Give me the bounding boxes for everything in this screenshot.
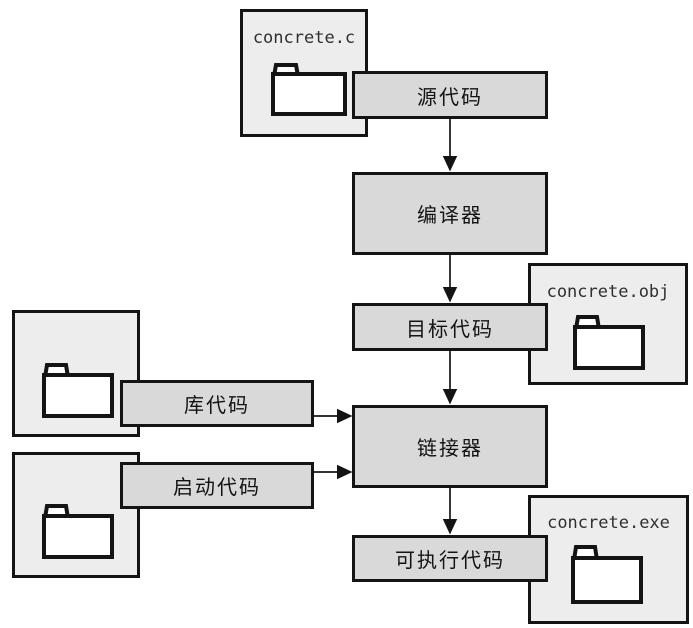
node-linker-label: 链接器	[417, 436, 483, 460]
folder-icon	[42, 363, 114, 418]
folder-icon	[573, 315, 645, 370]
node-linker: 链接器	[352, 405, 548, 488]
folder-icon	[271, 63, 347, 116]
folder-icon	[571, 545, 643, 604]
arrow-object-to-linker	[442, 350, 458, 405]
node-source-code-label: 源代码	[417, 84, 483, 109]
file-card-concrete-obj: concrete.obj	[528, 263, 688, 385]
arrow-source-to-compiler	[442, 118, 458, 172]
file-card-library	[12, 310, 140, 437]
folder-icon	[42, 504, 114, 559]
file-card-concrete-c: concrete.c	[240, 9, 368, 137]
node-object-code: 目标代码	[352, 303, 548, 351]
node-source-code: 源代码	[352, 71, 548, 119]
filename-label: concrete.exe	[547, 513, 670, 533]
node-startup-code-label: 启动代码	[173, 475, 261, 499]
node-compiler: 编译器	[352, 172, 548, 255]
node-executable-code: 可执行代码	[352, 535, 548, 582]
filename-label: concrete.c	[252, 28, 356, 48]
file-card-concrete-exe: concrete.exe	[528, 495, 689, 624]
file-card-startup	[12, 452, 140, 578]
node-executable-code-label: 可执行代码	[395, 548, 505, 572]
node-library-code: 库代码	[120, 380, 314, 427]
arrow-linker-to-executable	[442, 487, 458, 535]
arrow-library-to-linker	[313, 408, 353, 424]
arrow-startup-to-linker	[313, 464, 353, 480]
node-library-code-label: 库代码	[184, 393, 250, 417]
node-compiler-label: 编译器	[417, 203, 483, 227]
node-object-code-label: 目标代码	[406, 316, 494, 341]
arrow-compiler-to-object	[442, 254, 458, 303]
node-startup-code: 启动代码	[120, 462, 314, 509]
filename-label: concrete.obj	[546, 282, 670, 302]
